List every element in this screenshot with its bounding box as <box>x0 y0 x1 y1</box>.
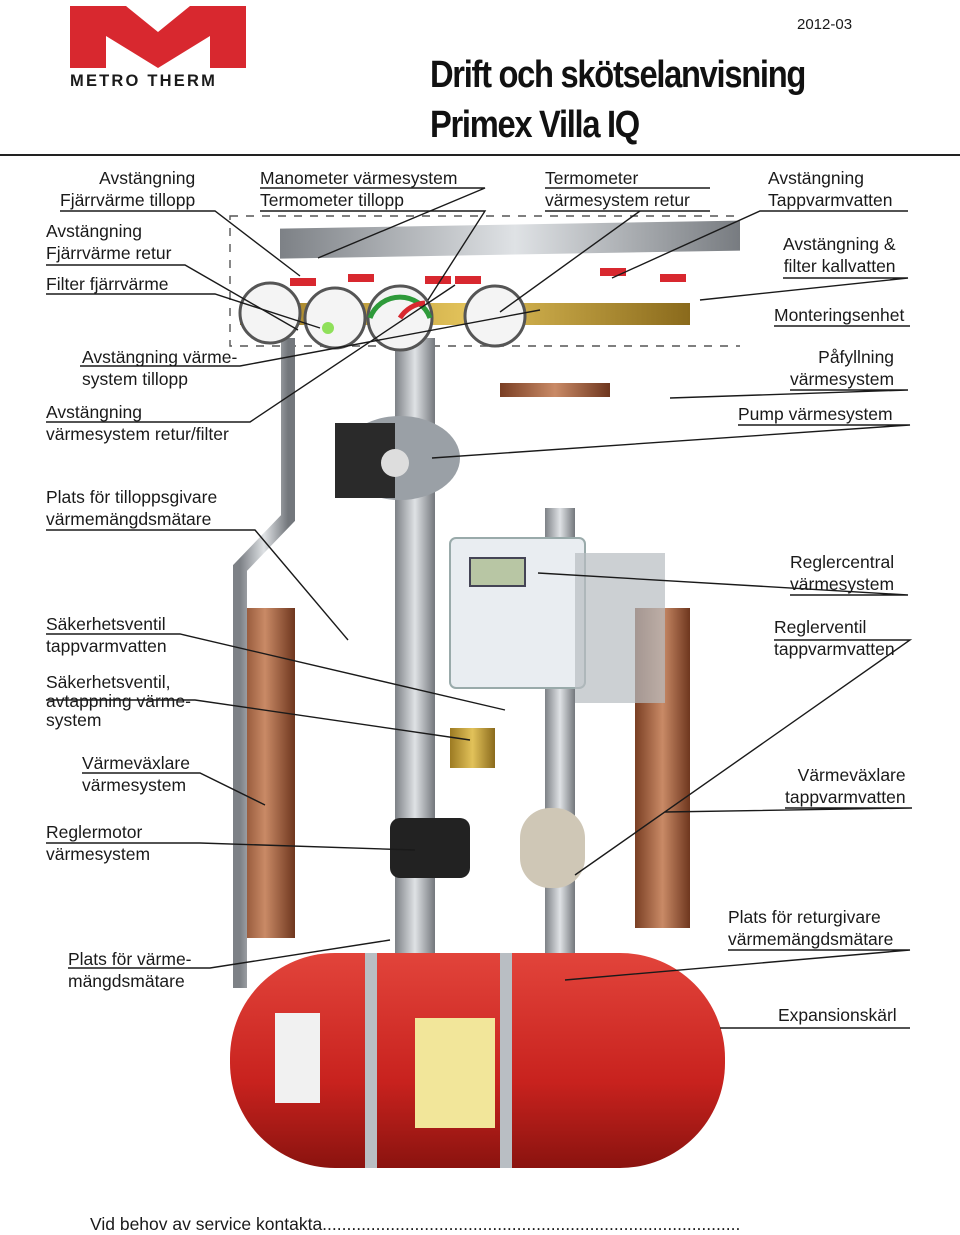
label-filter-fjarrvarme: Filter fjärrvärme <box>46 274 169 294</box>
label-varmevaxlare-varmesystem: Värmeväxlare värmesystem <box>82 753 190 795</box>
label-reglerventil-tappvarmvatten: Reglerventil tappvarmvatten <box>774 617 895 659</box>
label-sakerhetsventil-avtappning: Säkerhetsventil, avtappning värme- syste… <box>46 672 191 730</box>
header-rule <box>0 154 960 156</box>
label-avstangning-fjarrvarme-tillopp: Avstängning Fjärrvärme tillopp <box>60 168 196 210</box>
label-pafyllning-varmesystem: Påfyllning värmesystem <box>790 347 895 389</box>
document-date: 2012-03 <box>797 16 853 33</box>
label-manometer-termometer: Manometer värmesystem Termometer tillopp <box>260 168 458 210</box>
label-avstangning-varmesystem-tillopp: Avstängning värme- system tillopp <box>82 347 238 389</box>
label-reglermotor: Reglermotor värmesystem <box>46 822 151 864</box>
label-termometer-retur: Termometer värmesystem retur <box>545 168 690 210</box>
label-sakerhetsventil-tappvarmvatten: Säkerhetsventil tappvarmvatten <box>46 614 167 656</box>
document-title: Drift och skötselanvisning Primex Villa … <box>430 50 806 150</box>
label-reglercentral: Reglercentral värmesystem <box>790 552 895 594</box>
label-avstangning-fjarrvarme-retur: Avstängning Fjärrvärme retur <box>46 221 172 263</box>
label-plats-returgivare: Plats för returgivare värmemängdsmätare <box>728 907 894 949</box>
brand-name: METRO THERM <box>70 72 218 90</box>
label-pump-varmesystem: Pump värmesystem <box>738 404 893 424</box>
label-avstangning-tappvarmvatten: Avstängning Tappvarmvatten <box>768 168 893 210</box>
label-avstangning-filter-kallvatten: Avstängning & filter kallvatten <box>783 234 896 276</box>
metro-therm-logo <box>70 6 246 68</box>
label-monteringsenhet: Monteringsenhet <box>774 305 905 325</box>
product-photo <box>229 215 740 1168</box>
label-plats-varmemangdsmatare: Plats för värme- mängdsmätare <box>68 949 192 991</box>
label-varmevaxlare-tappvarmvatten: Värmeväxlare tappvarmvatten <box>785 765 906 807</box>
label-expansionskarl: Expansionskärl <box>778 1005 897 1025</box>
service-contact-line: Vid behov av service kontakta...........… <box>90 1214 741 1234</box>
label-avstangning-varmesystem-retur: Avstängning värmesystem retur/filter <box>46 402 229 444</box>
title-line-2: Primex Villa IQ <box>430 104 640 146</box>
title-line-1: Drift och skötselanvisning <box>430 54 806 96</box>
label-plats-tilloppsgivare: Plats för tilloppsgivare värmemängdsmäta… <box>46 487 218 529</box>
